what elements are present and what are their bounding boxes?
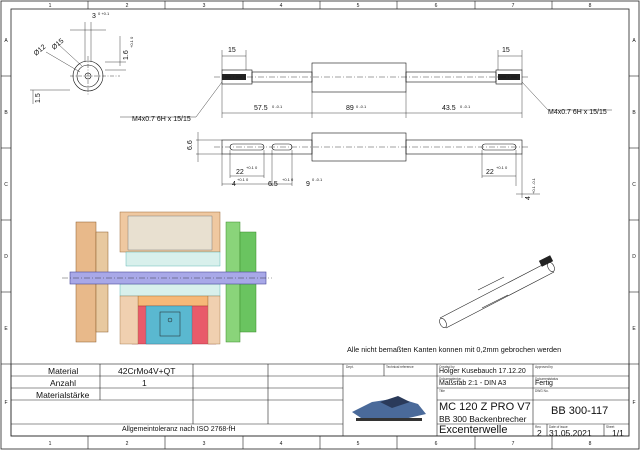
material-value: 42CrMo4V+QT bbox=[118, 366, 176, 376]
slot-22b-tol: +0.1 0 bbox=[496, 165, 508, 170]
header-created-by: Created by bbox=[439, 365, 455, 369]
header-technical-reference: Technical reference bbox=[386, 365, 414, 369]
header-date-of-issue: Date of issue bbox=[549, 425, 568, 429]
revision-value: 2 bbox=[537, 428, 542, 438]
slot-4a-tol: +0.1 0 bbox=[237, 177, 249, 182]
len-89-label: 89 bbox=[346, 105, 354, 112]
len-43-5-label: 43.5 bbox=[442, 105, 456, 112]
title-block-lines bbox=[10, 363, 630, 437]
zone-col-1: 1 bbox=[49, 3, 52, 9]
shaft-view-slots bbox=[196, 132, 540, 198]
shaft-view-top bbox=[120, 50, 612, 118]
header-rev: Rev. bbox=[535, 425, 542, 429]
zone-row-b: B bbox=[4, 110, 8, 116]
zone-col-8-bottom: 8 bbox=[589, 441, 592, 447]
header-dept: Dept. bbox=[346, 365, 354, 369]
slot-22a-label: 22 bbox=[236, 169, 244, 176]
header-dokumententyp: Dokumententyp bbox=[439, 377, 462, 381]
zone-row-a-right: A bbox=[632, 38, 636, 44]
sheet-value: 1/1 bbox=[612, 428, 624, 438]
slot-22a-tol: +0.1 0 bbox=[246, 165, 258, 170]
zone-col-7-bottom: 7 bbox=[512, 441, 515, 447]
zone-col-5-bottom: 5 bbox=[357, 441, 360, 447]
zone-row-d-right: D bbox=[632, 254, 636, 260]
drawing-number: BB 300-117 bbox=[551, 405, 609, 417]
zone-col-5: 5 bbox=[357, 3, 360, 9]
header-dokumentstatus: Dokumentstatus bbox=[535, 377, 559, 381]
zone-row-f: F bbox=[4, 400, 7, 406]
title-line-2: BB 300 Backenbrecher bbox=[439, 414, 527, 424]
zone-col-6: 6 bbox=[435, 3, 438, 9]
assembly-section bbox=[62, 211, 272, 345]
zone-col-2: 2 bbox=[126, 3, 129, 9]
slot-4b-tol: +0.1 -0.1 bbox=[531, 177, 536, 194]
zone-row-c: C bbox=[4, 182, 8, 188]
zone-col-6-bottom: 6 bbox=[435, 441, 438, 447]
zone-labels: 1 2 3 4 5 6 7 8 1 2 3 4 5 6 7 8 A B C D … bbox=[4, 3, 636, 447]
title-line-1: MC 120 Z PRO V7 bbox=[439, 401, 531, 413]
slot-4a-label: 4 bbox=[232, 181, 236, 188]
dim-3-tol: 0 +0.1 bbox=[98, 11, 110, 16]
dia-15-label: Ø15 bbox=[51, 38, 66, 52]
header-title: Title bbox=[439, 389, 445, 393]
dia-12-label: Ø12 bbox=[33, 44, 48, 58]
w15-left-label: 15 bbox=[228, 47, 236, 54]
len-43-5-tol: 0 -0.1 bbox=[460, 104, 471, 109]
zone-col-7: 7 bbox=[512, 3, 515, 9]
inner-frame bbox=[10, 8, 630, 437]
zone-col-3: 3 bbox=[203, 3, 206, 9]
dim-1-5-label: 1.5 bbox=[35, 93, 42, 103]
zone-row-d: D bbox=[4, 254, 8, 260]
len-89-tol: 0 -0.1 bbox=[356, 104, 367, 109]
len-57-5-label: 57.5 bbox=[254, 105, 268, 112]
issue-date-value: 31.05.2021 bbox=[549, 428, 592, 438]
thread-right-label: M4x0.7 6H x 15/15 bbox=[548, 109, 607, 116]
zone-col-1-bottom: 1 bbox=[49, 441, 52, 447]
zone-col-3-bottom: 3 bbox=[203, 441, 206, 447]
zone-row-f-right: F bbox=[632, 400, 635, 406]
tolerance-text: Allgemeintoleranz nach ISO 2768-fH bbox=[122, 426, 236, 433]
created-by-value: Holger Kusebauch 17.12.20 bbox=[439, 368, 526, 375]
dim-3-label: 3 bbox=[92, 13, 96, 20]
slot-4b-label: 4 bbox=[525, 196, 532, 200]
zone-row-e: E bbox=[4, 326, 8, 332]
dim-1-6-tol: +0.1 0 bbox=[129, 36, 134, 48]
slot-22b-label: 22 bbox=[486, 169, 494, 176]
zone-col-8: 8 bbox=[589, 3, 592, 9]
header-approved-by: Approved by bbox=[535, 365, 553, 369]
thread-left-label: M4x0.7 6H x 15/15 bbox=[132, 116, 191, 123]
material-label: Material bbox=[48, 366, 79, 376]
zone-col-4: 4 bbox=[280, 3, 283, 9]
anzahl-label: Anzahl bbox=[50, 378, 76, 388]
zone-row-c-right: C bbox=[632, 182, 636, 188]
slot-9-label: 9 bbox=[306, 181, 310, 188]
header-sheet: Sheet bbox=[606, 425, 615, 429]
h-6-6-label: 6.6 bbox=[187, 140, 194, 150]
materialstaerke-label: Materialstärke bbox=[36, 390, 90, 400]
zone-col-2-bottom: 2 bbox=[126, 441, 129, 447]
len-57-5-tol: 0 -0.1 bbox=[272, 104, 283, 109]
part-name: Excenterwelle bbox=[439, 424, 508, 436]
anzahl-value: 1 bbox=[142, 378, 147, 388]
iso-view-shaft bbox=[439, 255, 555, 329]
zone-row-e-right: E bbox=[632, 326, 636, 332]
slot-6-5-label: 6.5 bbox=[268, 181, 278, 188]
machine-picture bbox=[352, 396, 426, 421]
zone-row-a: A bbox=[4, 38, 8, 44]
end-view bbox=[30, 22, 126, 104]
status-value: Fertig bbox=[535, 380, 553, 387]
zone-row-b-right: B bbox=[632, 110, 636, 116]
zone-col-4-bottom: 4 bbox=[280, 441, 283, 447]
header-dwg-no: DWG No. bbox=[535, 389, 549, 393]
slot-9-tol: 0 -0.1 bbox=[312, 177, 323, 182]
general-note: Alle nicht bemaßten Kanten konnen mit 0,… bbox=[347, 345, 562, 354]
dim-1-6-label: 1.6 bbox=[123, 50, 130, 60]
slot-6-5-tol: +0.1 0 bbox=[282, 177, 294, 182]
w15-right-label: 15 bbox=[502, 47, 510, 54]
scale-value: Maßstab 2:1 - DIN A3 bbox=[439, 380, 507, 387]
